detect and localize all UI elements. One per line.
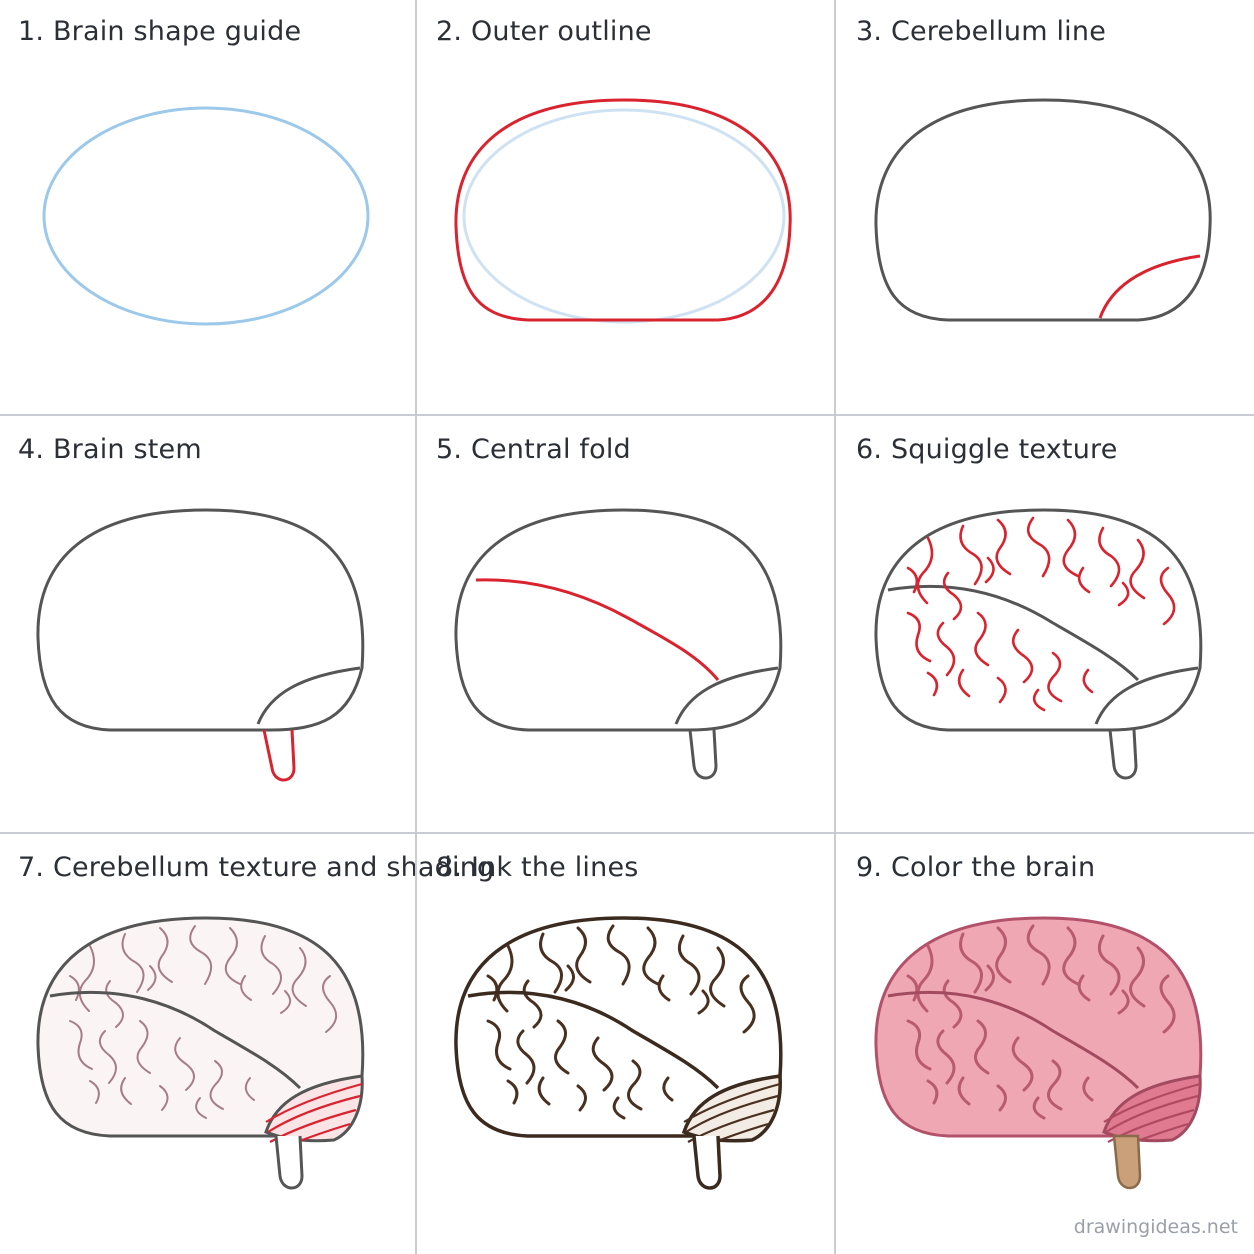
- pencil-outline: [36, 916, 365, 1138]
- grid-divider: [0, 832, 1254, 834]
- red-brain-stem: [262, 729, 296, 782]
- watermark: drawingideas.net: [1073, 1216, 1238, 1238]
- step-8-panel: 8. Ink the lines: [418, 836, 832, 1250]
- step-8-title: 8. Ink the lines: [436, 852, 639, 883]
- pencil-outline: [454, 508, 783, 732]
- cerebellum-line: [1094, 666, 1199, 725]
- step-1-panel: 1. Brain shape guide: [0, 0, 414, 414]
- step-7-title: 7. Cerebellum texture and shading: [18, 852, 495, 883]
- central-fold: [887, 584, 1140, 682]
- step-3-drawing: [874, 98, 1212, 322]
- step-1-drawing: [42, 106, 370, 326]
- pencil-outline: [874, 508, 1203, 732]
- brain-stem: [688, 729, 718, 780]
- step-9-title: 9. Color the brain: [856, 852, 1096, 883]
- pencil-outline: [874, 98, 1212, 322]
- red-central-fold: [475, 578, 720, 681]
- step-2-panel: 2. Outer outline: [418, 0, 832, 414]
- step-5-title: 5. Central fold: [436, 434, 631, 465]
- step-8-drawing: [454, 916, 783, 1190]
- step-5-drawing: [454, 508, 783, 780]
- red-cerebellum-line: [1098, 254, 1201, 319]
- step-1-title: 1. Brain shape guide: [18, 16, 302, 47]
- brain-stem: [1108, 729, 1138, 780]
- faded-guide-oval: [462, 108, 786, 324]
- step-6-drawing: [874, 508, 1203, 780]
- step-9-panel: 9. Color the brain: [838, 836, 1252, 1250]
- step-2-drawing: [454, 98, 792, 324]
- step-6-title: 6. Squiggle texture: [856, 434, 1118, 465]
- step-7-drawing: [36, 916, 365, 1190]
- step-4-title: 4. Brain stem: [18, 434, 202, 465]
- step-3-panel: 3. Cerebellum line: [838, 0, 1252, 414]
- step-6-panel: 6. Squiggle texture: [838, 418, 1252, 832]
- red-outer-outline: [454, 98, 792, 322]
- cerebellum-line: [674, 666, 779, 725]
- step-4-drawing: [36, 508, 365, 782]
- guide-oval: [42, 106, 370, 326]
- step-4-panel: 4. Brain stem: [0, 418, 414, 832]
- red-squiggle-texture: [906, 516, 1176, 712]
- pencil-outline: [36, 508, 365, 732]
- brain-stem: [274, 1135, 304, 1190]
- grid-divider: [415, 0, 417, 1254]
- step-9-drawing: [874, 916, 1203, 1190]
- step-2-title: 2. Outer outline: [436, 16, 652, 47]
- central-fold: [49, 990, 302, 1090]
- ink-central-fold: [467, 990, 720, 1090]
- grid-divider: [0, 414, 1254, 416]
- cerebellum-line: [256, 666, 361, 725]
- ink-brain-stem: [692, 1135, 722, 1190]
- step-7-panel: 7. Cerebellum texture and shading: [0, 836, 494, 1250]
- colored-central-fold: [887, 990, 1140, 1090]
- step-5-panel: 5. Central fold: [418, 418, 832, 832]
- step-3-title: 3. Cerebellum line: [856, 16, 1107, 47]
- grid-divider: [834, 0, 836, 1254]
- colored-brain-stem: [1112, 1134, 1142, 1190]
